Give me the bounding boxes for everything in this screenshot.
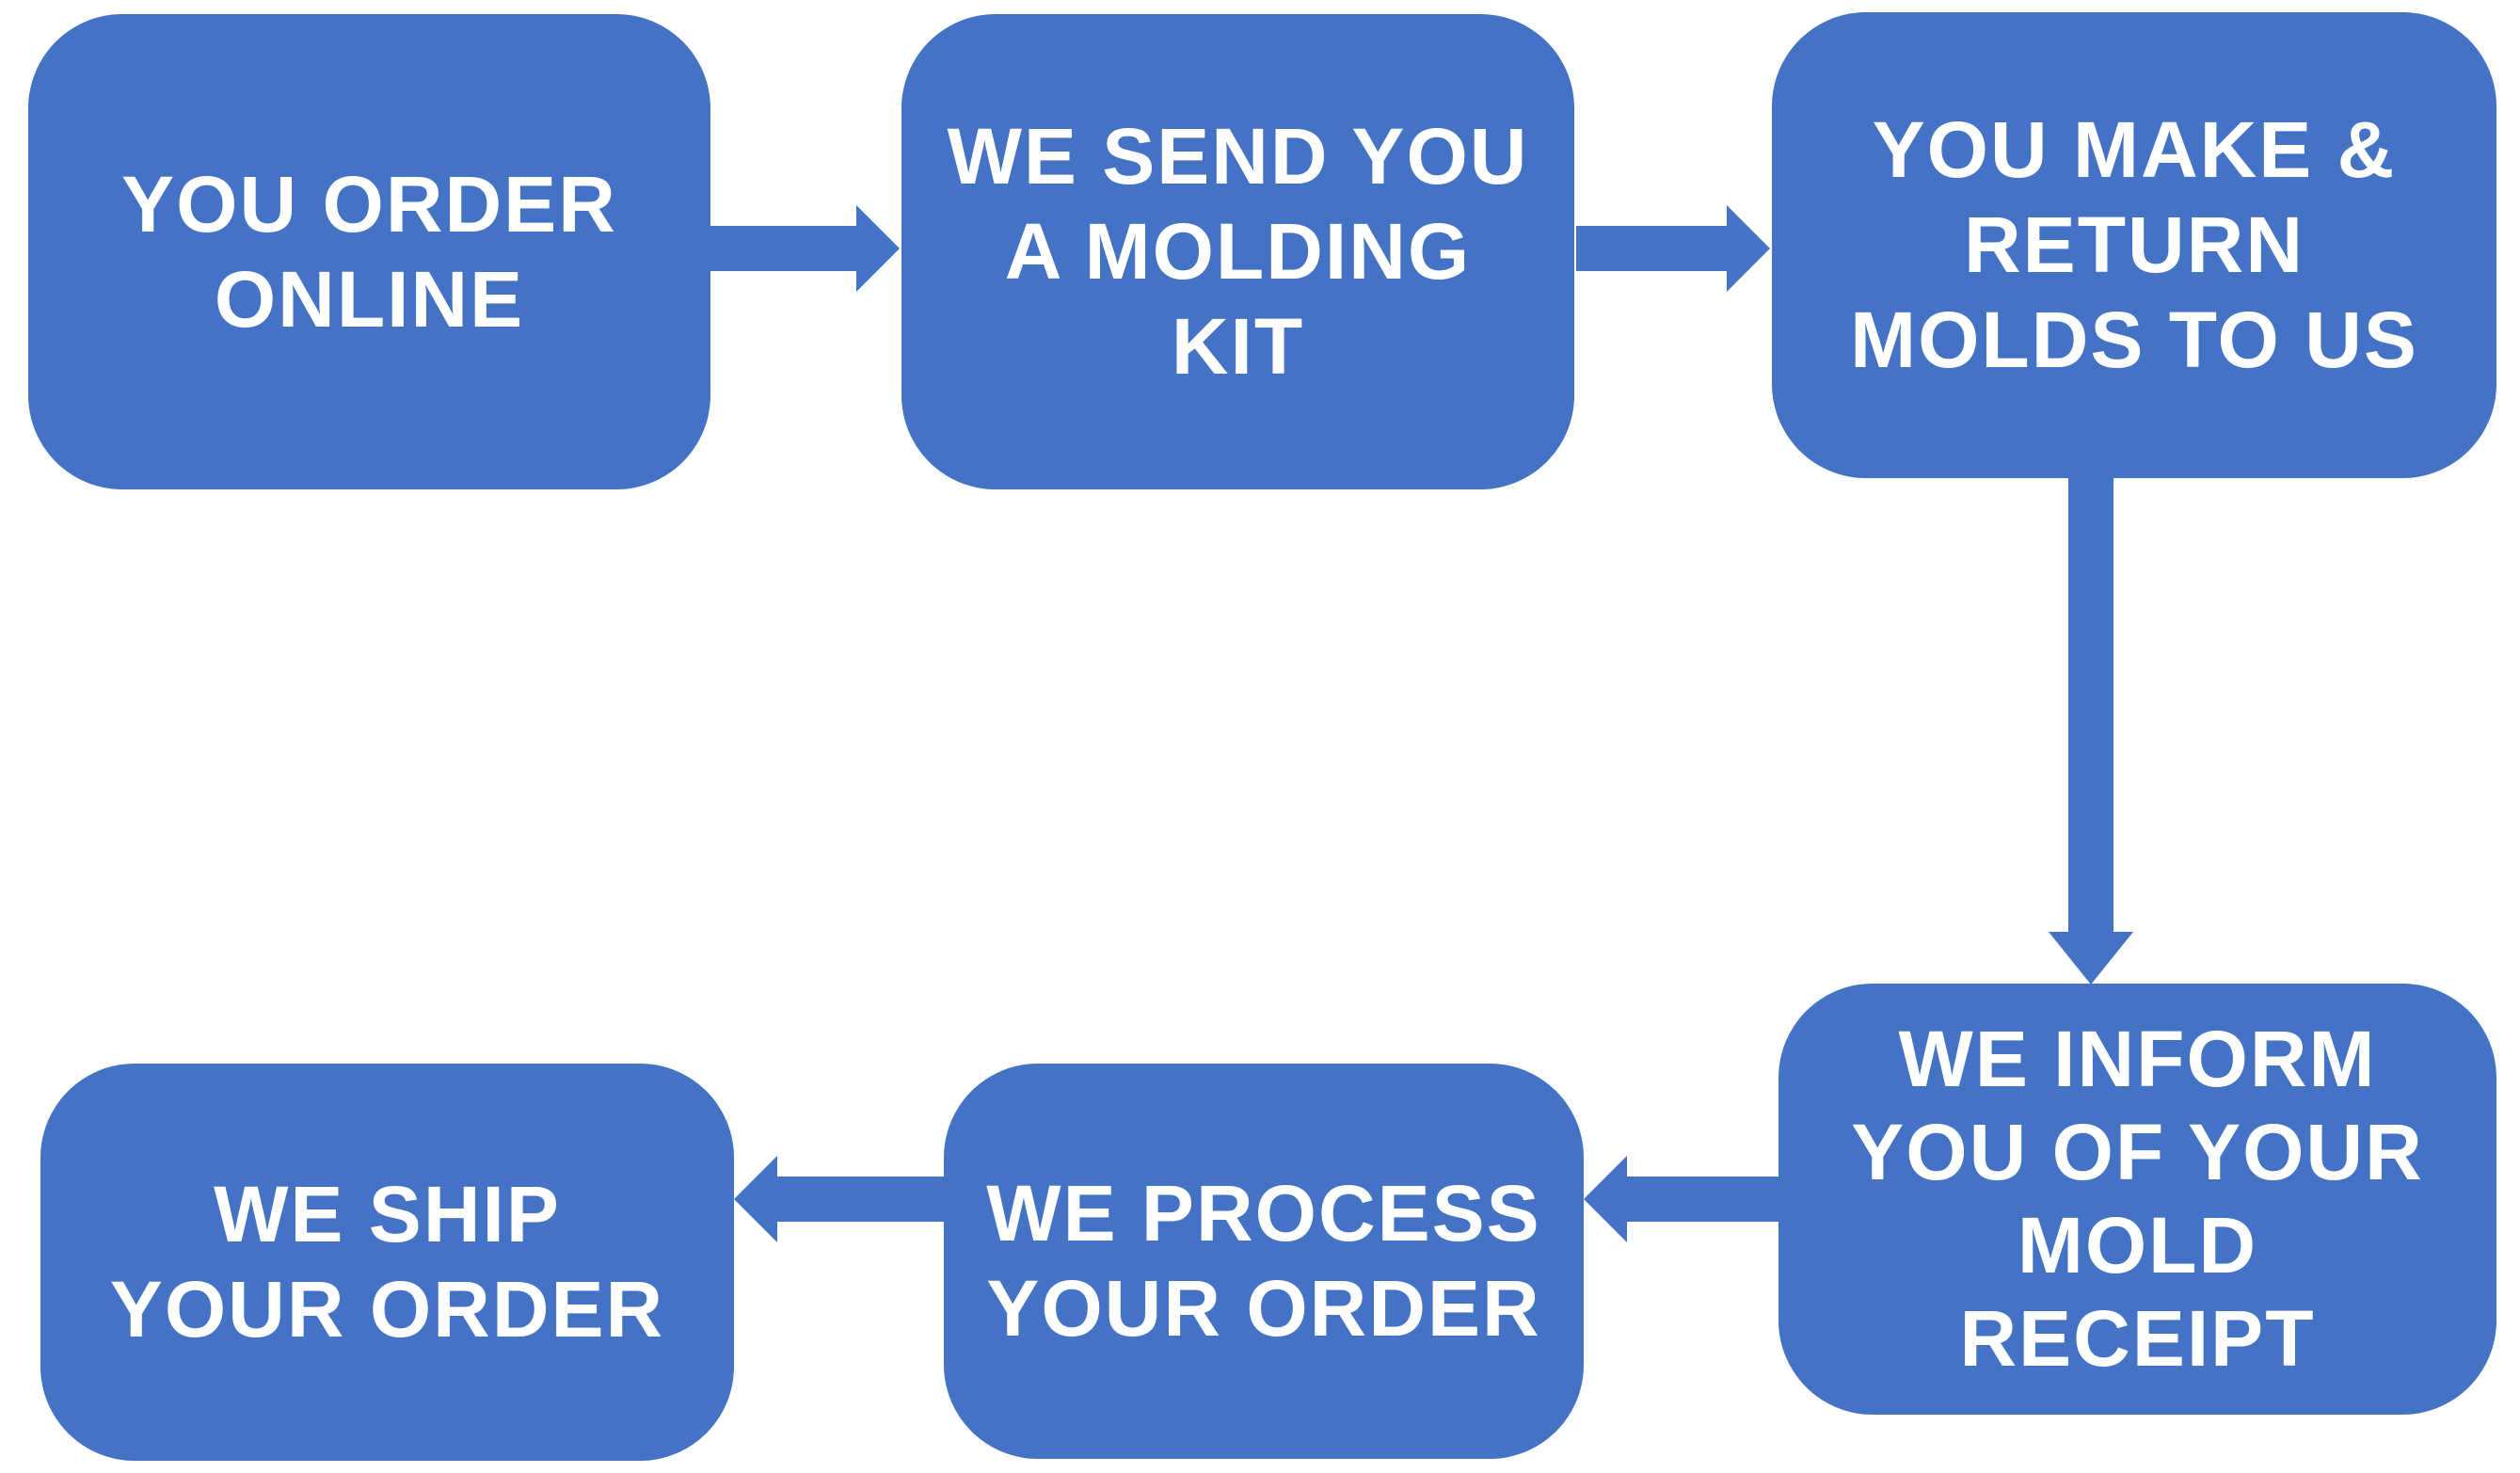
- flow-step-label-line: WE INFORM: [1898, 1014, 2377, 1103]
- flow-step-label-line: A MOLDING: [1004, 207, 1472, 296]
- flow-step-label-line: MOLD: [2017, 1201, 2258, 1289]
- arrow-head-right-icon: [1727, 205, 1770, 292]
- flow-step-label-line: YOU MAKE &: [1872, 105, 2397, 195]
- arrow-shaft: [1627, 1177, 1778, 1222]
- flow-step-label-line: YOU ORDER: [121, 159, 617, 248]
- arrow-head-down-icon: [2049, 932, 2133, 985]
- connector-arrow-right-order-to-kit: [710, 205, 900, 292]
- connector-arrow-right-kit-to-molds: [1576, 205, 1770, 292]
- flow-step-label-line: WE SEND YOU: [947, 112, 1529, 201]
- connector-arrow-left-receipt-to-process: [1584, 1156, 1778, 1242]
- flow-step-label-line: YOUR ORDER: [109, 1265, 665, 1353]
- flow-step-label-line: RETURN: [1964, 200, 2305, 290]
- arrow-shaft: [2068, 476, 2113, 932]
- connector-arrow-down-molds-to-receipt: [2049, 476, 2133, 985]
- flow-step-label-line: WE PROCESS: [986, 1169, 1541, 1258]
- flow-step-we-ship-your-order: WE SHIP YOUR ORDER: [40, 1064, 734, 1461]
- flow-step-label-line: RECEIPT: [1959, 1294, 2316, 1384]
- connector-arrow-left-process-to-ship: [734, 1156, 944, 1242]
- arrow-shaft: [1576, 226, 1727, 271]
- flow-step-label-line: KIT: [1171, 301, 1305, 391]
- flow-step-we-send-you-a-molding-kit: WE SEND YOU A MOLDING KIT: [901, 14, 1574, 489]
- flow-step-you-order-online: YOU ORDER ONLINE: [28, 14, 710, 489]
- flow-step-we-inform-you-of-your-mold-receipt: WE INFORM YOU OF YOUR MOLD RECEIPT: [1778, 984, 2496, 1415]
- flow-step-label-line: MOLDS TO US: [1850, 295, 2418, 384]
- arrow-head-left-icon: [734, 1156, 777, 1242]
- arrow-head-right-icon: [856, 205, 900, 292]
- flow-step-you-make-and-return-molds-to-us: YOU MAKE & RETURN MOLDS TO US: [1772, 12, 2496, 478]
- flow-step-label-line: YOU OF YOUR: [1851, 1107, 2424, 1196]
- arrow-head-left-icon: [1584, 1156, 1627, 1242]
- flow-step-label-line: WE SHIP: [214, 1170, 561, 1259]
- arrow-shaft: [710, 226, 856, 271]
- flow-step-label-line: ONLINE: [214, 254, 525, 344]
- flow-step-label-line: YOUR ORDER: [986, 1264, 1541, 1353]
- flow-step-we-process-your-order: WE PROCESS YOUR ORDER: [944, 1064, 1584, 1459]
- arrow-shaft: [777, 1177, 944, 1222]
